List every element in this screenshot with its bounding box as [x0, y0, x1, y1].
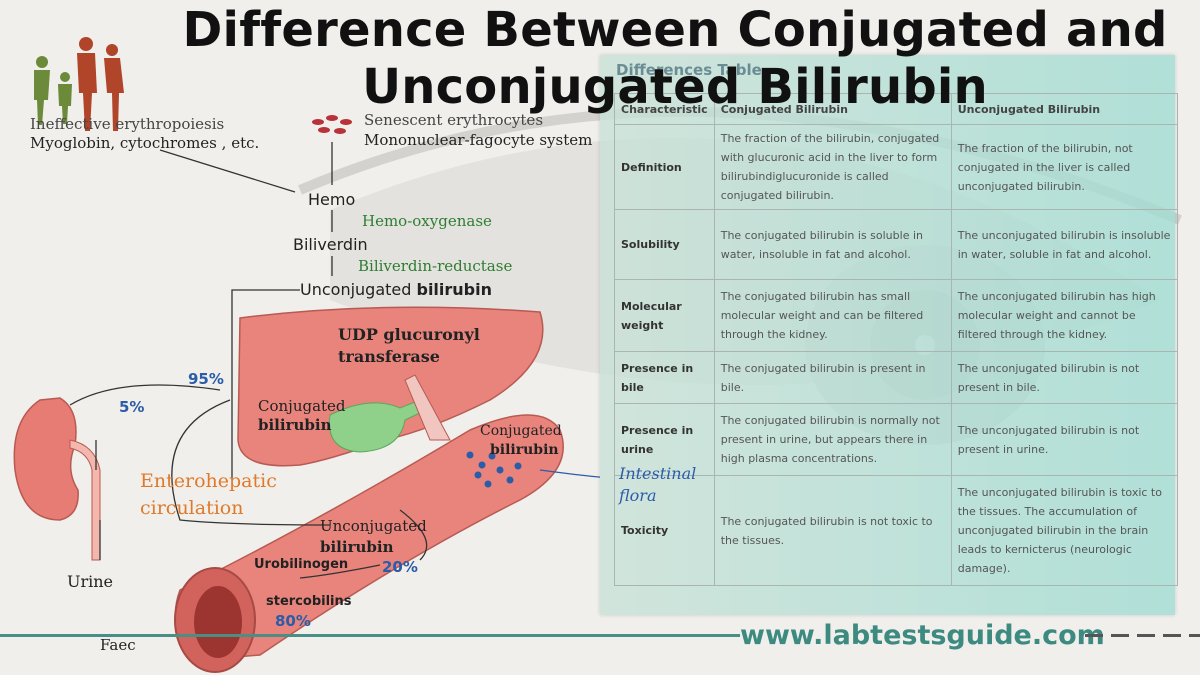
- conjugated-cell: The conjugated bilirubin is present in b…: [713, 351, 952, 404]
- stercobilins-label: stercobilins: [266, 594, 352, 609]
- bilirubin-metabolism-diagram: Ineffective erythropoiesis Myoglobin, cy…: [13, 111, 696, 673]
- conjugated-cell: The conjugated bilirubin is soluble in w…: [713, 209, 952, 280]
- conjugated-intestine-line1: Conjugated: [480, 423, 562, 439]
- enzyme-biliverdin-reductase: Biliverdin-reductase: [358, 257, 513, 275]
- column-header: Characteristic: [614, 93, 715, 125]
- urobilinogen-label: Urobilinogen: [254, 557, 349, 572]
- row-label: Molecular weight: [614, 279, 715, 352]
- row-label: Definition: [614, 124, 715, 210]
- faeces-label: Faec: [100, 636, 136, 654]
- red-blood-cells-icon: [312, 115, 352, 134]
- footer-divider: [0, 634, 740, 637]
- conjugated-liver-line1: Conjugated: [258, 397, 346, 415]
- table-row: Solubility The conjugated bilirubin is s…: [614, 209, 1179, 280]
- bilirubin-dots: [466, 451, 522, 488]
- urine-label: Urine: [67, 572, 114, 591]
- unconjugated-cell: The fraction of the bilirubin, not conju…: [950, 124, 1179, 210]
- table-row: Presence in urine The conjugated bilirub…: [614, 403, 1179, 476]
- row-label: Presence in urine: [614, 403, 715, 476]
- biliverdin-label: Biliverdin: [293, 235, 368, 254]
- unconjugated-intestine-line1: Unconjugated: [320, 517, 427, 535]
- conjugated-cell: The conjugated bilirubin is not toxic to…: [713, 475, 952, 586]
- percent-80: 80%: [275, 612, 311, 630]
- enterohepatic-line2: circulation: [140, 497, 244, 519]
- page-title: Difference Between Conjugated and Unconj…: [150, 2, 1200, 116]
- unconjugated-cell: The unconjugated bilirubin is insoluble …: [950, 209, 1179, 280]
- udp-line2: transferase: [338, 347, 440, 366]
- intestinal-flora-line2: flora: [619, 486, 657, 505]
- enzyme-hemo-oxygenase: Hemo-oxygenase: [362, 212, 492, 230]
- liver-shape: [237, 306, 544, 467]
- unconjugated-cell: The unconjugated bilirubin is toxic to t…: [950, 475, 1179, 586]
- table-row: Definition The fraction of the bilirubin…: [614, 124, 1179, 210]
- source2-line2: Mononuclear-fagocyte system: [364, 131, 593, 149]
- source1-line2: Myoglobin, cytochromes , etc.: [30, 134, 260, 152]
- column-header: Unconjugated Bilirubin: [950, 93, 1179, 125]
- table-row: Toxicity The conjugated bilirubin is not…: [614, 475, 1179, 586]
- column-header: Conjugated Bilirubin: [713, 93, 952, 125]
- intestine-shape: [174, 414, 564, 661]
- diagram-shapes: [13, 115, 600, 673]
- unconjugated-prefix: Unconjugated: [300, 280, 417, 299]
- gallbladder-shape: [328, 399, 427, 453]
- percent-95: 95%: [188, 370, 224, 388]
- family-silhouette-logo: [34, 37, 124, 131]
- footer-dashes: [1085, 634, 1200, 637]
- source2-line1: Senescent erythrocytes: [364, 111, 544, 129]
- conjugated-cell: The conjugated bilirubin has small molec…: [713, 279, 952, 352]
- percent-5: 5%: [119, 398, 145, 416]
- differences-table-panel: Differences Table Characteristic Conjuga…: [600, 55, 1179, 615]
- unconjugated-cell: The unconjugated bilirubin has high mole…: [950, 279, 1179, 352]
- table-header-row: Characteristic Conjugated Bilirubin Unco…: [614, 93, 1179, 125]
- unconjugated-bilirubin-label: Unconjugated bilirubin: [300, 280, 492, 299]
- title-line-2: Unconjugated Bilirubin: [362, 59, 988, 115]
- website-url[interactable]: www.labtestsguide.com: [740, 620, 1105, 651]
- conjugated-liver-line2: bilirubin: [258, 416, 332, 434]
- unconjugated-cell: The unconjugated bilirubin is not presen…: [950, 403, 1179, 476]
- kidney-shape: [13, 397, 79, 521]
- unconjugated-bold: bilirubin: [416, 280, 492, 299]
- conjugated-cell: The fraction of the bilirubin, conjugate…: [713, 124, 952, 210]
- title-line-1: Difference Between Conjugated and: [182, 2, 1168, 58]
- differences-table: Characteristic Conjugated Bilirubin Unco…: [614, 93, 1179, 586]
- intestinal-flora-line1: Intestinal: [619, 464, 697, 483]
- unconjugated-cell: The unconjugated bilirubin is not presen…: [950, 351, 1179, 404]
- table-row: Molecular weight The conjugated bilirubi…: [614, 279, 1179, 352]
- table-heading: Differences Table: [616, 61, 762, 79]
- table-row: Presence in bile The conjugated bilirubi…: [614, 351, 1179, 404]
- percent-20: 20%: [382, 558, 418, 576]
- unconjugated-intestine-line2: bilirubin: [320, 538, 394, 556]
- enterohepatic-line1: Enterohepatic: [140, 470, 277, 492]
- row-label: Solubility: [614, 209, 715, 280]
- conjugated-intestine-line2: bilirubin: [490, 442, 559, 458]
- source1-line1: Ineffective erythropoiesis: [30, 115, 225, 133]
- row-label: Presence in bile: [614, 351, 715, 404]
- udp-line1: UDP glucuronyl: [338, 325, 480, 344]
- hemo-label: Hemo: [308, 190, 356, 209]
- conjugated-cell: The conjugated bilirubin is normally not…: [713, 403, 952, 476]
